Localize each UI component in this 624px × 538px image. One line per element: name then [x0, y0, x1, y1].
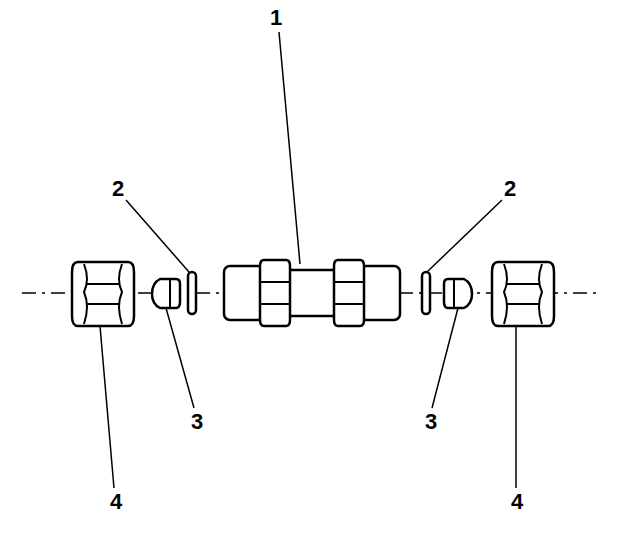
callout-number: 2: [112, 178, 124, 200]
o-ring: [188, 272, 196, 314]
callout-number: 3: [191, 411, 203, 433]
union-fitting: [224, 260, 400, 326]
leader-lines: [100, 32, 516, 488]
callout-number: 1: [270, 7, 282, 29]
flare-nut: [72, 262, 134, 326]
callout-number: 2: [504, 178, 516, 200]
callout-number: 4: [110, 491, 122, 513]
ferrule: [444, 279, 472, 308]
o-ring: [422, 272, 430, 314]
ferrule: [152, 279, 180, 308]
callout-number: 3: [425, 411, 437, 433]
flare-nut: [492, 262, 554, 326]
callout-number: 4: [511, 491, 523, 513]
